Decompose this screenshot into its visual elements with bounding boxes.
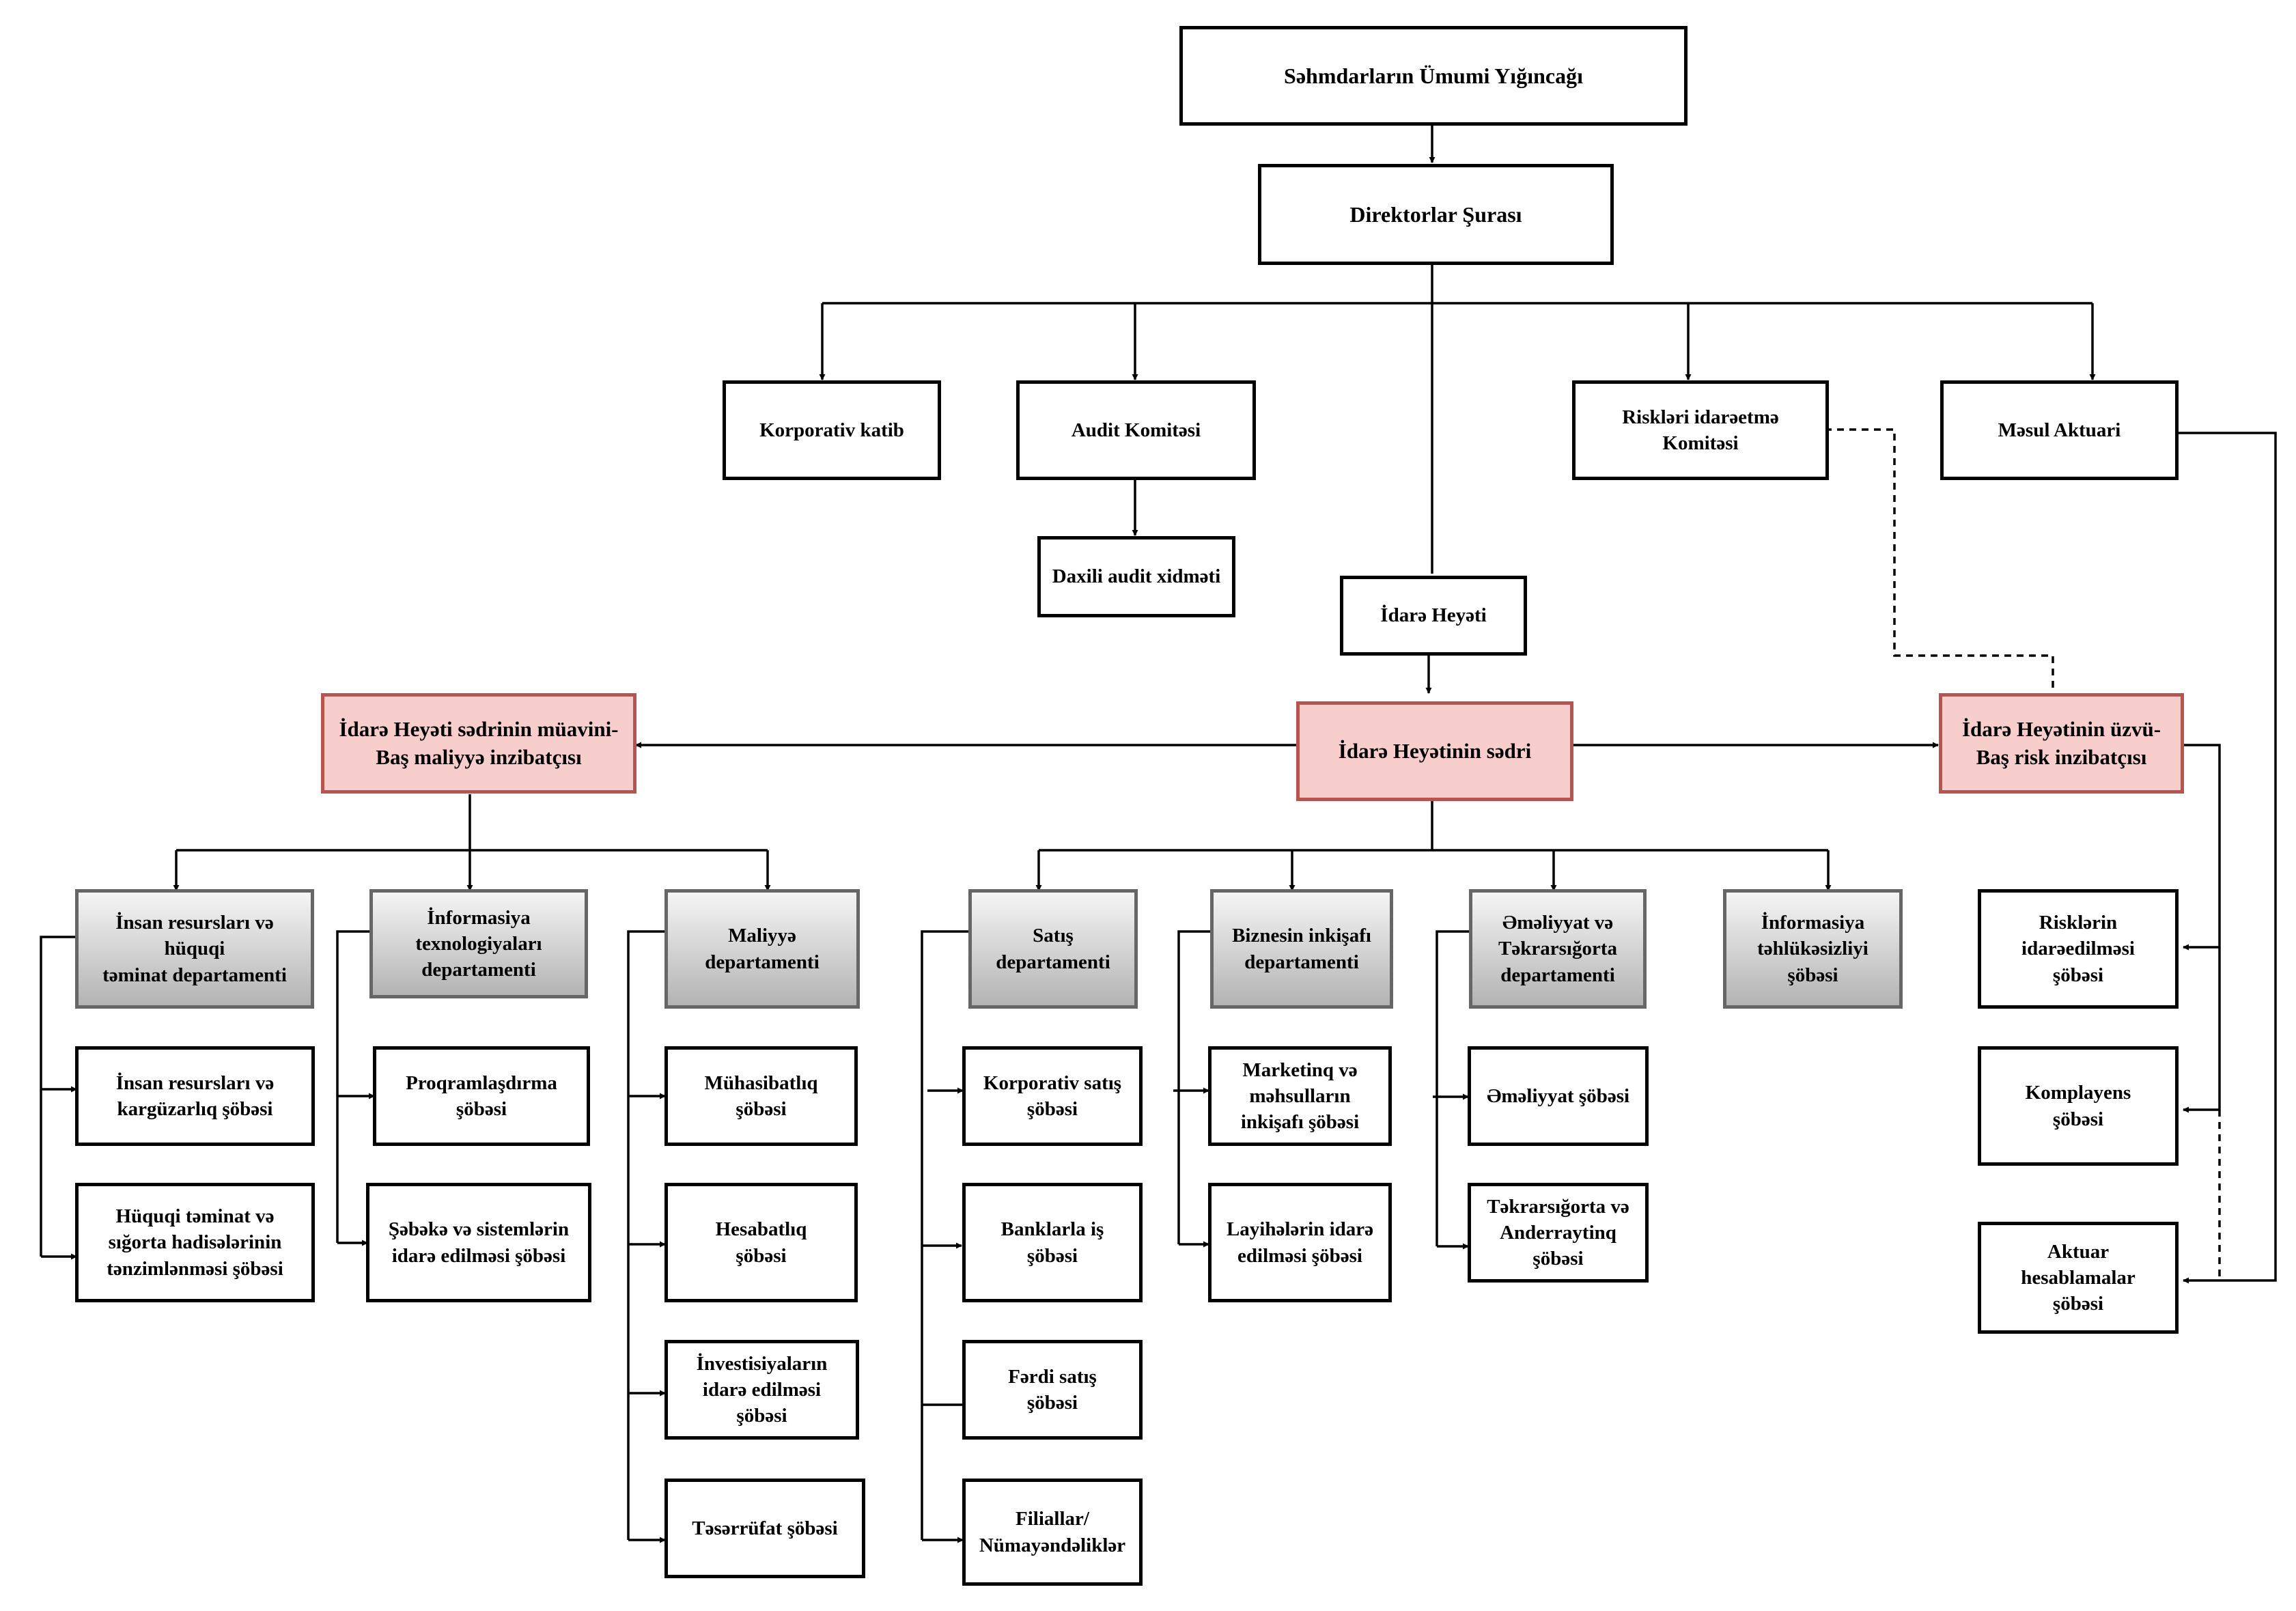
node-risk-committee-label: Riskləri idarəetmə Komitəsi	[1622, 406, 1779, 454]
node-household-label: Təsərrüfat şöbəsi	[692, 1517, 838, 1539]
node-management-board-label: İdarə Heyəti	[1380, 604, 1487, 627]
node-reinsurance-label: Təkrarsığorta və Anderraytinq şöbəsi	[1487, 1195, 1629, 1270]
node-internal-audit: Daxili audit xidməti	[1037, 536, 1235, 617]
node-internal-audit-label: Daxili audit xidməti	[1052, 565, 1221, 588]
node-accounting: Mühasibatlıq şöbəsi	[664, 1046, 858, 1146]
node-bizdev-dept-label: Biznesin inkişafı departamenti	[1232, 925, 1371, 973]
node-investments: İnvestisiyaların idarə edilməsi şöbəsi	[664, 1340, 859, 1440]
node-legal-claims-label: Hüquqi təminat və sığorta hadisələrinin …	[107, 1205, 283, 1280]
node-cro: İdarə Heyətinin üzvü- Baş risk inzibatçı…	[1939, 693, 2184, 794]
node-risk-committee: Riskləri idarəetmə Komitəsi	[1572, 380, 1829, 480]
node-retail-sales-label: Fərdi satış şöbəsi	[1008, 1365, 1097, 1414]
node-chairman-label: İdarə Heyətinin sədri	[1338, 738, 1532, 763]
node-projects-label: Layihələrin idarə edilməsi şöbəsi	[1226, 1218, 1374, 1267]
node-bank-relations-label: Banklarla iş şöbəsi	[1000, 1218, 1104, 1267]
node-infosec-label: İnformasiya təhlükəsizliyi şöbəsi	[1757, 912, 1868, 986]
node-it-dept-label: İnformasiya texnologiyaları departamenti	[415, 906, 542, 981]
node-operations-label: Əməliyyat şöbəsi	[1486, 1084, 1630, 1107]
node-retail-sales: Fərdi satış şöbəsi	[962, 1340, 1143, 1440]
edge-bizdev-rail	[1177, 930, 1212, 1244]
edge-operations-rail	[1436, 930, 1471, 1246]
node-branches: Filiallar/ Nümayəndəliklər	[962, 1479, 1143, 1586]
node-risk-management-label: Risklərin idarəedilməsi şöbəsi	[2021, 912, 2135, 986]
node-hr-legal-dept-label: İnsan resursları və hüquqi təminat depar…	[102, 912, 287, 986]
edge-it-rail	[336, 930, 370, 1243]
edge-cro-rail	[2183, 744, 2221, 1110]
node-accounting-label: Mühasibatlıq şöbəsi	[704, 1071, 818, 1120]
edge-finance-rail	[627, 930, 665, 1540]
node-bizdev-dept: Biznesin inkişafı departamenti	[1210, 889, 1393, 1009]
node-chairman: İdarə Heyətinin sədri	[1296, 701, 1573, 801]
node-programming-label: Proqramlaşdırma şöbəsi	[406, 1071, 557, 1120]
node-programming: Proqramlaşdırma şöbəsi	[373, 1046, 590, 1146]
node-household: Təsərrüfat şöbəsi	[664, 1479, 865, 1578]
node-audit-committee-label: Audit Komitəsi	[1071, 419, 1201, 441]
node-responsible-actuary-label: Məsul Aktuari	[1998, 419, 2121, 441]
node-deputy-cfo-label: İdarə Heyəti sədrinin müavini- Baş maliy…	[339, 716, 619, 769]
node-actuarial-label: Aktuar hesablamalar şöbəsi	[2021, 1240, 2136, 1315]
node-finance-dept: Maliyyə departamenti	[664, 889, 860, 1009]
node-shareholders-label: Səhmdarların Ümumi Yığıncağı	[1284, 63, 1583, 88]
node-operations: Əməliyyat şöbəsi	[1468, 1046, 1649, 1146]
node-corporate-secretary: Korporativ katib	[723, 380, 941, 480]
node-branches-label: Filiallar/ Nümayəndəliklər	[979, 1508, 1126, 1556]
node-corporate-sales-label: Korporativ satış şöbəsi	[983, 1071, 1122, 1120]
node-hr-legal-dept: İnsan resursları və hüquqi təminat depar…	[75, 889, 314, 1009]
node-reporting-label: Hesabatlıq şöbəsi	[715, 1218, 807, 1267]
node-finance-dept-label: Maliyyə departamenti	[705, 925, 820, 973]
node-responsible-actuary: Məsul Aktuari	[1940, 380, 2179, 480]
node-audit-committee: Audit Komitəsi	[1016, 380, 1256, 480]
node-marketing-label: Marketinq və məhsulların inkişafı şöbəsi	[1240, 1059, 1360, 1134]
node-sales-dept-label: Satış departamenti	[996, 925, 1110, 973]
node-cro-label: İdarə Heyətinin üzvü- Baş risk inzibatçı…	[1961, 716, 2161, 769]
node-board-of-directors: Direktorlar Şurası	[1258, 164, 1614, 265]
node-corporate-secretary-label: Korporativ katib	[759, 419, 904, 441]
node-network-systems-label: Şəbəkə və sistemlərin idarə edilməsi şöb…	[388, 1218, 570, 1267]
node-infosec: İnformasiya təhlükəsizliyi şöbəsi	[1723, 889, 1903, 1009]
node-reinsurance: Təkrarsığorta və Anderraytinq şöbəsi	[1468, 1183, 1649, 1283]
node-reporting: Hesabatlıq şöbəsi	[664, 1183, 858, 1302]
node-network-systems: Şəbəkə və sistemlərin idarə edilməsi şöb…	[366, 1183, 591, 1302]
node-compliance: Komplayens şöbəsi	[1978, 1046, 2179, 1166]
node-board-of-directors-label: Direktorlar Şurası	[1349, 201, 1522, 227]
node-investments-label: İnvestisiyaların idarə edilməsi şöbəsi	[696, 1352, 828, 1427]
edge-risk-committee-cro	[1825, 428, 2054, 693]
node-actuarial: Aktuar hesablamalar şöbəsi	[1978, 1222, 2179, 1334]
node-corporate-sales: Korporativ satış şöbəsi	[962, 1046, 1143, 1146]
node-hr-office: İnsan resursları və kargüzarlıq şöbəsi	[75, 1046, 315, 1146]
node-operations-dept: Əməliyyat və Təkrarsığorta departamenti	[1469, 889, 1647, 1009]
node-projects: Layihələrin idarə edilməsi şöbəsi	[1208, 1183, 1392, 1302]
node-it-dept: İnformasiya texnologiyaları departamenti	[369, 889, 588, 998]
node-compliance-label: Komplayens şöbəsi	[2025, 1082, 2131, 1130]
node-bank-relations: Banklarla iş şöbəsi	[962, 1183, 1143, 1302]
edge-sales-rail	[921, 930, 970, 1540]
node-management-board: İdarə Heyəti	[1340, 576, 1527, 656]
node-operations-dept-label: Əməliyyat və Təkrarsığorta departamenti	[1498, 912, 1617, 986]
node-legal-claims: Hüquqi təminat və sığorta hadisələrinin …	[75, 1183, 315, 1302]
edge-actuary-actuarial	[2178, 432, 2277, 1284]
node-sales-dept: Satış departamenti	[968, 889, 1138, 1009]
node-deputy-cfo: İdarə Heyəti sədrinin müavini- Baş maliy…	[321, 693, 636, 794]
node-risk-management: Risklərin idarəedilməsi şöbəsi	[1978, 889, 2179, 1009]
edge-hr-rail	[40, 936, 76, 1257]
node-marketing: Marketinq və məhsulların inkişafı şöbəsi	[1208, 1046, 1392, 1146]
node-shareholders: Səhmdarların Ümumi Yığıncağı	[1179, 26, 1688, 126]
node-hr-office-label: İnsan resursları və kargüzarlıq şöbəsi	[115, 1071, 275, 1120]
